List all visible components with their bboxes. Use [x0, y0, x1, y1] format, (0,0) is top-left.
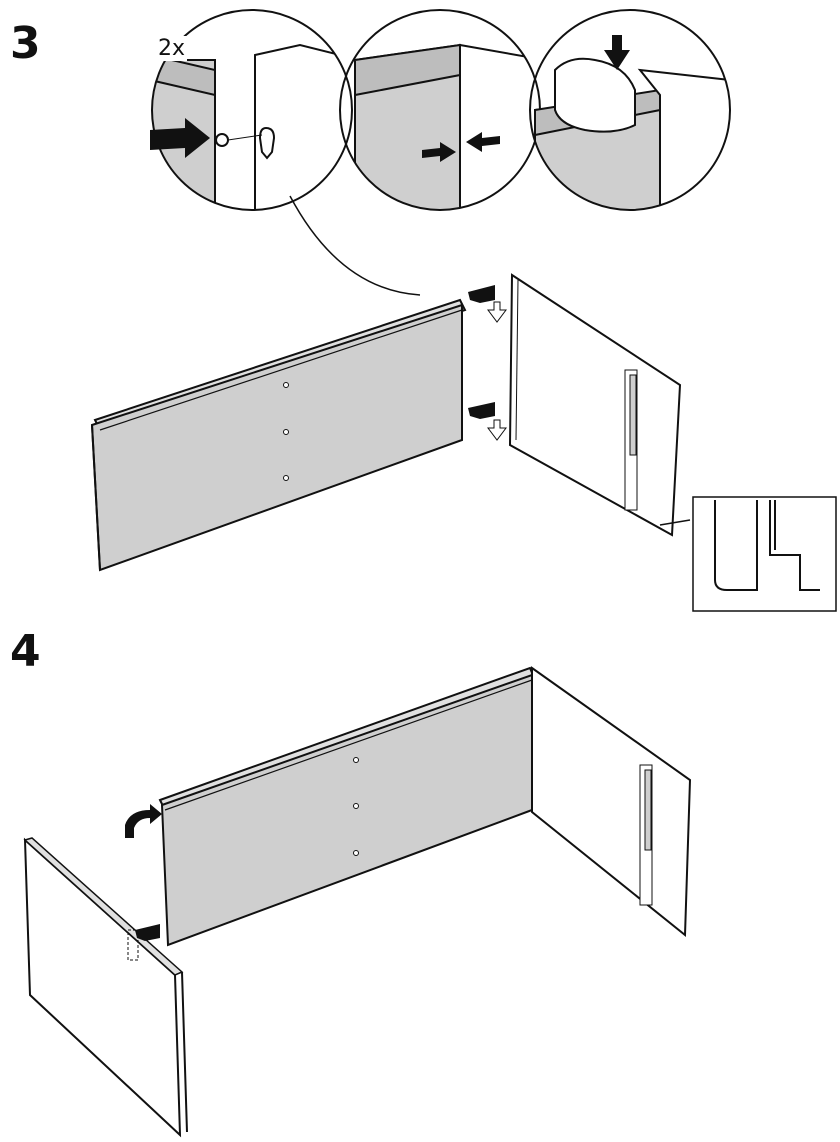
detail-box-bracket	[693, 497, 836, 611]
step3-side-panel	[510, 275, 690, 535]
step4-right-panel	[532, 668, 690, 935]
hand-icon	[555, 59, 635, 132]
down-arrow-icon	[488, 302, 506, 322]
step4-back-panel	[160, 668, 535, 945]
push-arrow-icon	[135, 924, 160, 941]
push-arrow-icon	[468, 285, 495, 303]
step3-back-panel	[92, 300, 465, 570]
step4-left-panel	[25, 838, 187, 1135]
detail-circle-press-down	[530, 10, 730, 210]
quantity-callout: 2x	[156, 36, 187, 61]
detail-circle-panel-join	[340, 10, 545, 210]
down-arrow-icon	[488, 420, 506, 440]
curved-arrow-icon	[125, 804, 162, 838]
push-arrow-icon	[468, 402, 495, 419]
